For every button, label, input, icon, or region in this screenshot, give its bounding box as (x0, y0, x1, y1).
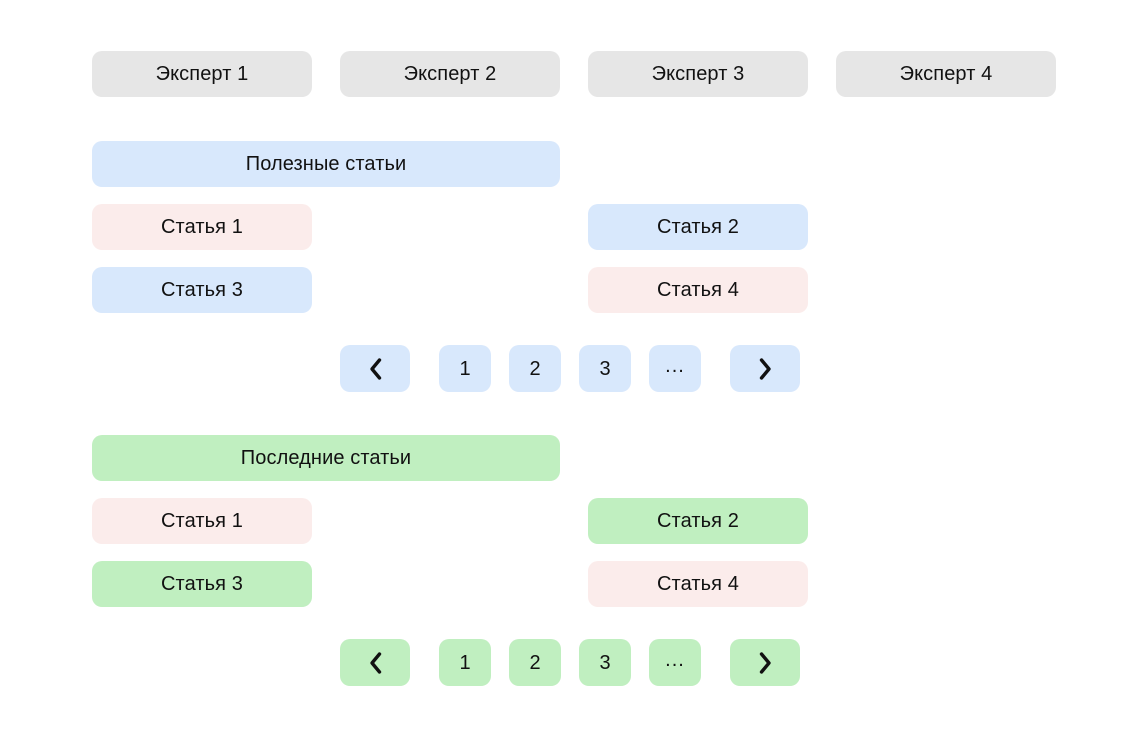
pagination-ellipsis[interactable]: ... (649, 345, 701, 392)
pagination-next-button[interactable] (730, 639, 800, 686)
spacer (701, 368, 730, 369)
article-item[interactable]: Статья 3 (92, 267, 312, 313)
spacer (561, 662, 579, 663)
expert-button-1[interactable]: Эксперт 1 (92, 51, 312, 97)
article-item[interactable]: Статья 1 (92, 204, 312, 250)
article-item[interactable]: Статья 4 (588, 267, 808, 313)
section-banner-useful-label: Полезные статьи (245, 153, 407, 175)
chevron-left-icon (369, 651, 381, 674)
article-item[interactable]: Статья 2 (588, 498, 808, 544)
article-label: Статья 1 (161, 216, 243, 238)
spacer (701, 662, 730, 663)
pagination-page-label: 3 (599, 651, 611, 674)
article-label: Статья 3 (161, 573, 243, 595)
pagination-latest: 1 2 3 ... (340, 639, 800, 686)
pagination-ellipsis[interactable]: ... (649, 639, 701, 686)
spacer (631, 662, 649, 663)
article-item[interactable]: Статья 3 (92, 561, 312, 607)
chevron-right-icon (759, 651, 771, 674)
expert-button-3-label: Эксперт 3 (651, 63, 745, 85)
article-item[interactable]: Статья 1 (92, 498, 312, 544)
pagination-page-1[interactable]: 1 (439, 345, 491, 392)
section-banner-useful[interactable]: Полезные статьи (92, 141, 560, 187)
expert-button-3[interactable]: Эксперт 3 (588, 51, 808, 97)
pagination-page-label: 2 (529, 651, 541, 674)
expert-button-2[interactable]: Эксперт 2 (340, 51, 560, 97)
pagination-page-label: 1 (459, 651, 471, 674)
spacer (410, 368, 439, 369)
section-banner-latest[interactable]: Последние статьи (92, 435, 560, 481)
pagination-page-3[interactable]: 3 (579, 345, 631, 392)
chevron-left-icon (369, 357, 381, 380)
spacer (491, 662, 509, 663)
article-label: Статья 3 (161, 279, 243, 301)
expert-button-1-label: Эксперт 1 (155, 63, 249, 85)
spacer (410, 662, 439, 663)
pagination-useful: 1 2 3 ... (340, 345, 800, 392)
pagination-next-button[interactable] (730, 345, 800, 392)
pagination-page-label: 2 (529, 357, 541, 380)
article-item[interactable]: Статья 2 (588, 204, 808, 250)
expert-button-2-label: Эксперт 2 (403, 63, 497, 85)
pagination-prev-button[interactable] (340, 345, 410, 392)
expert-button-4-label: Эксперт 4 (899, 63, 993, 85)
article-label: Статья 2 (657, 510, 739, 532)
article-label: Статья 4 (657, 573, 739, 595)
pagination-page-3[interactable]: 3 (579, 639, 631, 686)
article-label: Статья 2 (657, 216, 739, 238)
pagination-page-label: 1 (459, 357, 471, 380)
pagination-ellipsis-label: ... (665, 354, 685, 377)
pagination-page-2[interactable]: 2 (509, 345, 561, 392)
section-banner-latest-label: Последние статьи (240, 447, 412, 469)
article-label: Статья 4 (657, 279, 739, 301)
article-label: Статья 1 (161, 510, 243, 532)
spacer (491, 368, 509, 369)
pagination-page-2[interactable]: 2 (509, 639, 561, 686)
chevron-right-icon (759, 357, 771, 380)
spacer (561, 368, 579, 369)
spacer (631, 368, 649, 369)
pagination-ellipsis-label: ... (665, 648, 685, 671)
article-item[interactable]: Статья 4 (588, 561, 808, 607)
expert-button-4[interactable]: Эксперт 4 (836, 51, 1056, 97)
pagination-page-1[interactable]: 1 (439, 639, 491, 686)
pagination-prev-button[interactable] (340, 639, 410, 686)
pagination-page-label: 3 (599, 357, 611, 380)
